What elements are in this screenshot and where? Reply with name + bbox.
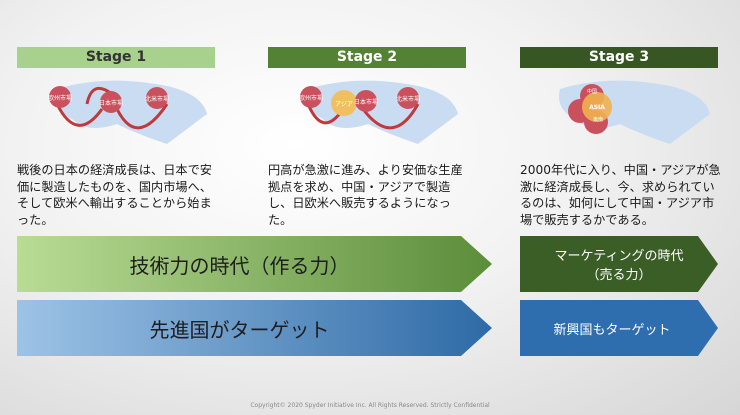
svg-text:欧州市場: 欧州市場: [299, 94, 323, 102]
target-left-label: 先進国がターゲット: [149, 317, 330, 342]
svg-text:日本市場: 日本市場: [354, 98, 378, 106]
svg-text:東南: 東南: [593, 116, 603, 123]
stage-2-description: 円高が急激に進み、より安価な生産拠点を求め、中国・アジアで製造し、日欧米へ販売す…: [268, 163, 463, 227]
stage-1-description: 戦後の日本の経済成長は、日本で安価に製造したものを、国内市場へ、そして欧米へ輸出…: [17, 163, 212, 227]
stage-2-world-map: 欧州市場 アジア 日本市場 北米市場: [299, 80, 458, 144]
era-right-label-2: （売る力）: [586, 268, 652, 283]
stage-3-world-map: 中国 ASIA 東南: [559, 80, 710, 144]
stage-3-header: Stage 3: [520, 47, 718, 68]
svg-text:中国: 中国: [587, 88, 597, 95]
era-right-label-1: マーケティングの時代: [554, 249, 684, 264]
stage-1-world-map: 欧州市場 日本市場 北米市場: [48, 80, 207, 144]
stage-2-header: Stage 2: [268, 47, 466, 68]
era-right-arrow: マーケティングの時代 （売る力）: [520, 236, 718, 292]
svg-text:ASIA: ASIA: [589, 104, 605, 111]
svg-text:アジア: アジア: [335, 101, 353, 108]
copyright-footer: Copyright© 2020 Spyder Initiative Inc. A…: [250, 402, 490, 409]
target-right-arrow: 新興国もターゲット: [520, 300, 718, 356]
target-left-arrow: 先進国がターゲット: [17, 300, 492, 356]
marker-na: 北米市場: [145, 95, 169, 103]
stage-3-description: 2000年代に入り、中国・アジアが急激に経済成長し、今、求められているのは、如何…: [520, 163, 721, 227]
svg-text:北米市場: 北米市場: [396, 95, 420, 103]
target-right-label: 新興国もターゲット: [553, 322, 671, 338]
era-left-label: 技術力の時代（作る力）: [129, 253, 350, 278]
marker-europe: 欧州市場: [48, 94, 72, 102]
era-left-arrow: 技術力の時代（作る力）: [17, 236, 492, 292]
stage-1-header: Stage 1: [17, 47, 215, 68]
marker-japan: 日本市場: [99, 99, 123, 107]
